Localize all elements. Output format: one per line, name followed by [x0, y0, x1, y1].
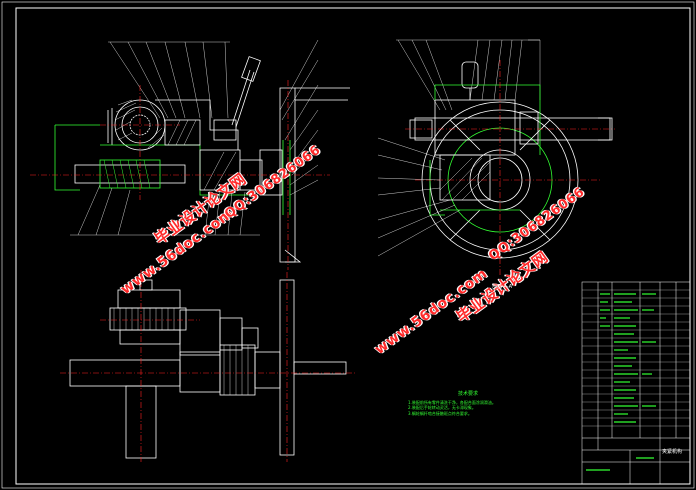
section-label: 剖面 A-A	[492, 284, 513, 290]
top-right-view	[377, 39, 615, 275]
bottom-left-view	[60, 270, 355, 462]
title-block-title: 夹紧机构	[662, 449, 683, 455]
notes-title: 技术要求	[457, 391, 478, 397]
notes-line: 3.蜗轮蜗杆啮合接触斑点符合要求。	[408, 410, 472, 416]
top-left-view	[30, 39, 350, 270]
title-block	[581, 281, 691, 485]
technical-notes: 技术要求 1.装配前所有零件清洗干净，各配合面涂润滑油。 2.装配后手轮转动灵活…	[408, 391, 528, 416]
inner-frame	[15, 7, 691, 485]
notes-line: 2.装配后手轮转动灵活，无卡滞现象。	[408, 405, 476, 410]
notes-line: 1.装配前所有零件清洗干净，各配合面涂润滑油。	[408, 399, 496, 405]
